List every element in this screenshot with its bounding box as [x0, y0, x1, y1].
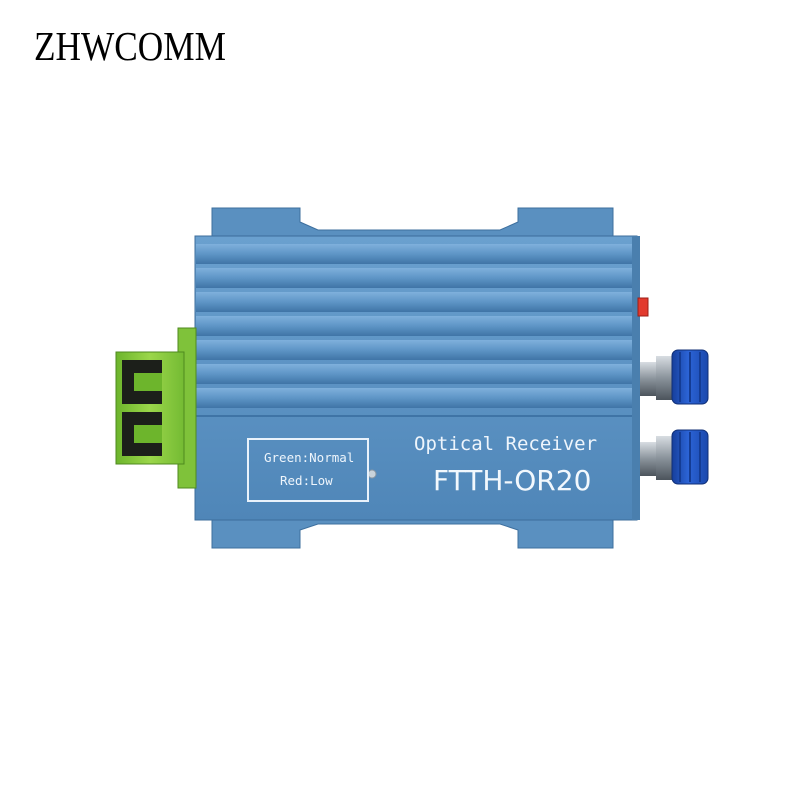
mounting-flange-bottom [211, 515, 614, 549]
power-switch[interactable] [637, 297, 649, 317]
rf-output-connector-top[interactable] [640, 349, 709, 405]
rf-output-connector-bottom[interactable] [640, 429, 709, 485]
product-title: Optical Receiver [414, 433, 598, 455]
led-legend-box [247, 438, 369, 502]
heat-sink-ridges [196, 244, 636, 417]
mounting-flange-top [211, 207, 614, 239]
brand-watermark: ZHWCOMM [34, 23, 226, 69]
housing-side-edge [632, 236, 640, 520]
status-led [367, 469, 377, 479]
led-legend-green: Green:Normal [264, 450, 355, 465]
sc-apc-fiber-adapter [115, 327, 197, 489]
product-model: FTTH-OR20 [433, 464, 592, 497]
led-legend-red: Red:Low [280, 473, 333, 488]
